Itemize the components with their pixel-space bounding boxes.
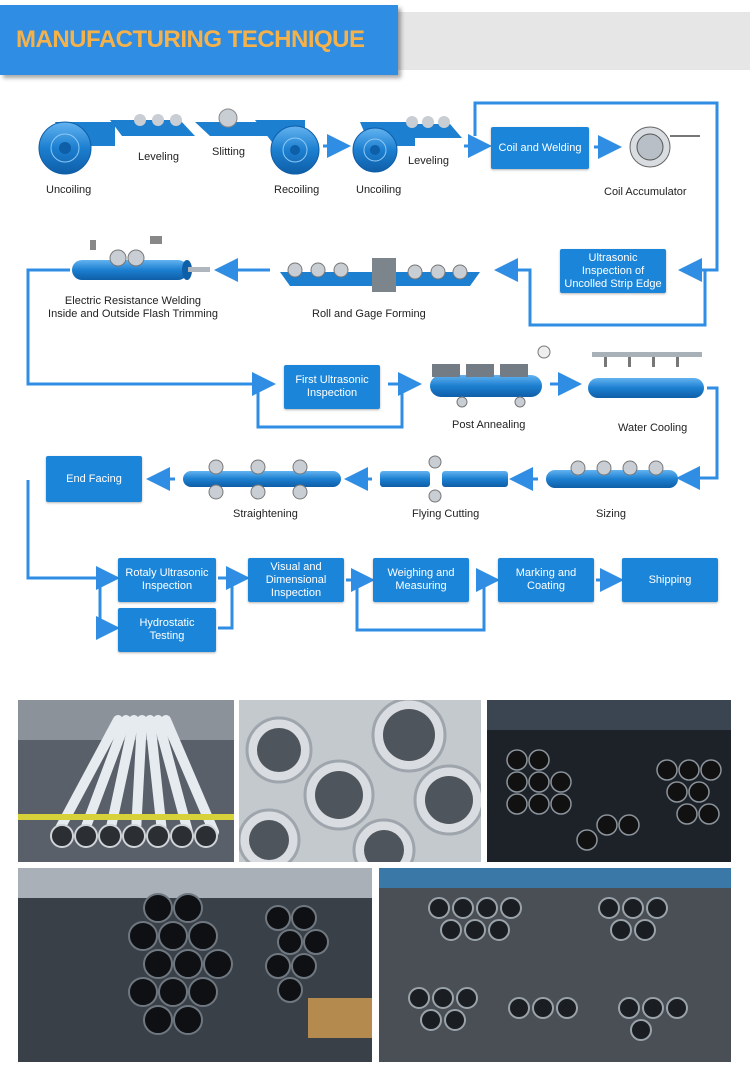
process-flow-diagram	[26, 101, 719, 640]
label-sizing: Sizing	[596, 508, 626, 520]
straightening-illustration	[183, 459, 341, 500]
label-uncoiling-2: Uncoiling	[356, 184, 402, 196]
label-erw-line-2: Inside and Outside Flash Trimming	[48, 308, 218, 320]
post-annealing-illustration	[430, 345, 551, 408]
leveler-1-illustration	[110, 114, 195, 136]
label-water-cooling: Water Cooling	[618, 422, 688, 434]
sizing-illustration	[546, 460, 678, 488]
label-post-annealing: Post Annealing	[452, 419, 526, 431]
rotaly-ultrasonic-inspection-box: Rotaly Ultrasonic Inspection	[118, 558, 216, 602]
label-uncoiling-1: Uncoiling	[46, 184, 92, 196]
label-recoiling: Recoiling	[274, 184, 320, 196]
slitter-illustration	[195, 108, 280, 136]
visual-dimensional-inspection-box: Visual and Dimensional Inspection	[248, 558, 344, 602]
header-tab	[0, 5, 398, 75]
label-straightening: Straightening	[233, 508, 298, 520]
photo-stainless-pipe-rack	[18, 700, 234, 862]
flying-cutting-illustration	[380, 455, 508, 503]
label-erw-line-1: Electric Resistance Welding	[64, 295, 202, 307]
first-ultrasonic-inspection-box: First Ultrasonic Inspection	[284, 365, 380, 409]
label-leveling-2: Leveling	[408, 155, 449, 167]
label-flying-cutting: Flying Cutting	[412, 508, 480, 520]
page-title: MANUFACTURING TECHNIQUE	[16, 26, 365, 53]
erw-welder-illustration	[72, 236, 210, 280]
water-cooling-illustration	[588, 352, 704, 398]
photo-black-pipe-stack	[18, 868, 372, 1062]
end-facing-box: End Facing	[46, 456, 142, 502]
ultrasonic-strip-edge-box: Ultrasonic Inspection of Uncolled Strip …	[560, 249, 666, 293]
shipping-box: Shipping	[622, 558, 718, 602]
coil-accumulator-illustration	[629, 126, 700, 168]
photo-black-pipe-warehouse	[487, 700, 731, 862]
marking-coating-box: Marking and Coating	[498, 558, 594, 602]
label-slitting: Slitting	[212, 146, 246, 158]
weighing-measuring-box: Weighing and Measuring	[373, 558, 469, 602]
uncoiler-1-illustration	[38, 121, 115, 175]
leveler-2-illustration	[395, 116, 462, 138]
photo-pipe-bundles-yard	[379, 868, 731, 1062]
recoiler-illustration	[255, 120, 320, 175]
hydrostatic-testing-box: Hydrostatic Testing	[118, 608, 216, 652]
label-coil-accumulator: Coil Accumulator	[604, 186, 687, 198]
photo-stainless-pipe-closeup	[239, 700, 481, 862]
roll-forming-illustration	[280, 258, 480, 292]
label-roll-gage-forming: Roll and Gage Forming	[312, 308, 426, 320]
label-leveling-1: Leveling	[138, 151, 179, 163]
coil-and-welding-box: Coil and Welding	[491, 127, 589, 169]
